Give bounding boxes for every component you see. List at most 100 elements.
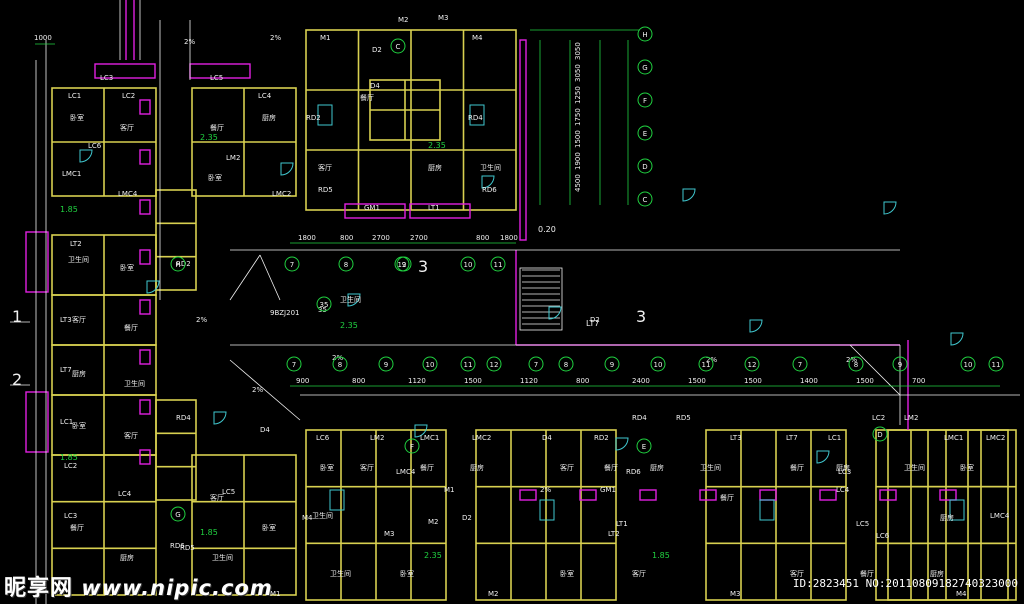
door-label: M3 [384, 530, 395, 538]
room-label: 餐厅 [604, 463, 618, 472]
axis-bubble-right-text: F [643, 97, 647, 105]
axis-bubble-row [698, 356, 714, 372]
axis-bubble-low [872, 426, 888, 442]
door-label: M1 [270, 590, 281, 598]
room-label: 厨房 [650, 463, 664, 472]
dim-top-2: 2700 [372, 234, 390, 242]
axis-bubble-right [637, 125, 653, 141]
door-label: LMC1 [420, 434, 439, 442]
room-label: 卫生间 [212, 553, 233, 562]
door-label: D2 [372, 46, 382, 54]
toilet-fixture [317, 104, 333, 126]
dim-mid-2: 1120 [408, 377, 426, 385]
slope-mark: 2% [540, 486, 551, 494]
axis-bubble-row-text: 7 [798, 361, 802, 369]
level-mark: 1.85 [200, 528, 218, 537]
axis-bubble-right [637, 158, 653, 174]
window-mark [139, 149, 151, 165]
room-label: 餐厅 [360, 93, 374, 102]
window-mark [139, 449, 151, 465]
watermark-url: www.nipic.com [81, 576, 273, 600]
door-label: LM2 [904, 414, 918, 422]
dim-right-1: 3050 [574, 64, 582, 82]
door-label: LMC4 [396, 468, 416, 476]
toilet-fixture [469, 104, 485, 126]
axis-bubble-low-text: E [642, 443, 646, 451]
axis-bubble-row [286, 356, 302, 372]
room-label: 卧室 [120, 263, 134, 272]
door-label: LMC4 [118, 190, 138, 198]
door-label: M2 [398, 16, 409, 24]
axis-bubble-right-text: C [643, 196, 648, 204]
toilet-fixture [539, 499, 555, 521]
axis-bubble-row [960, 356, 976, 372]
door-label: LC1 [60, 418, 73, 426]
dim-top-0: 1800 [298, 234, 316, 242]
room-label: 厨房 [72, 369, 86, 378]
door-label: M3 [730, 590, 741, 598]
door-label: LC6 [876, 532, 890, 540]
door-label: LC1 [68, 92, 81, 100]
dim-mid-1: 800 [352, 377, 365, 385]
window-mark [139, 249, 151, 265]
section-mark: 2 [12, 370, 22, 389]
axis-bubble-row-text: 8 [854, 361, 858, 369]
door-label: M3 [438, 14, 449, 22]
door-label: LMC2 [472, 434, 491, 442]
door-label: D4 [370, 82, 380, 90]
door-swing [414, 424, 428, 438]
door-label: RD5 [676, 414, 691, 422]
door-label: GM1 [600, 486, 616, 494]
axis-bubble-right-text: H [642, 31, 647, 39]
room-label: 客厅 [318, 163, 332, 172]
room-label: 卧室 [560, 569, 574, 578]
axis-bubble-right-text: D [642, 163, 647, 171]
room-label: 卫生间 [480, 163, 501, 172]
grid-line [229, 359, 301, 421]
door-swing [481, 175, 495, 189]
grid-line [849, 344, 901, 396]
axis-bubble-mid-text: 11 [494, 261, 503, 269]
dim-mid-7: 1500 [688, 377, 706, 385]
room-label: 餐厅 [720, 493, 734, 502]
note-label-b: 35 [318, 306, 327, 314]
axis-bubble-mid-text: 10 [464, 261, 473, 269]
room-label: 厨房 [940, 513, 954, 522]
room-label: 卫生间 [340, 295, 361, 304]
door-label: LM2 [226, 154, 240, 162]
dim-top-5: 1800 [500, 234, 518, 242]
room-label: 卫生间 [904, 463, 925, 472]
section-mark: 1 [12, 307, 22, 326]
door-label: LC4 [258, 92, 272, 100]
axis-bubble-row-text: 11 [464, 361, 473, 369]
window-mark [879, 489, 897, 501]
door-label: RD5 [318, 186, 333, 194]
axis-bubble-mid [460, 256, 476, 272]
door-swing [347, 293, 361, 307]
door-label: LMC1 [944, 434, 963, 442]
room-label: 客厅 [632, 569, 646, 578]
dim-right-0: 3050 [574, 42, 582, 60]
door-label: M1 [320, 34, 331, 42]
grid-line [229, 254, 261, 301]
door-label: M2 [488, 590, 499, 598]
door-label: M4 [302, 514, 313, 522]
image-id-line: ID:2823451 NO:20110809182740323000 [792, 577, 1018, 590]
toilet-fixture [949, 499, 965, 521]
axis-bubble-row-text: 8 [338, 361, 342, 369]
room-label: 卧室 [72, 421, 86, 430]
axis-bubble-row [528, 356, 544, 372]
door-label: LT7 [60, 366, 72, 374]
axis-bubble-row-text: 9 [610, 361, 614, 369]
axis-bubble-mid [284, 256, 300, 272]
door-label: LC2 [64, 462, 77, 470]
axis-bubble-mid [394, 256, 410, 272]
axis-bubble-mid [490, 256, 506, 272]
room-label: 卧室 [400, 569, 414, 578]
axis-bubble-right [637, 92, 653, 108]
door-label: D4 [542, 434, 552, 442]
room-label: 客厅 [790, 569, 804, 578]
door-label: LT3 [60, 316, 72, 324]
